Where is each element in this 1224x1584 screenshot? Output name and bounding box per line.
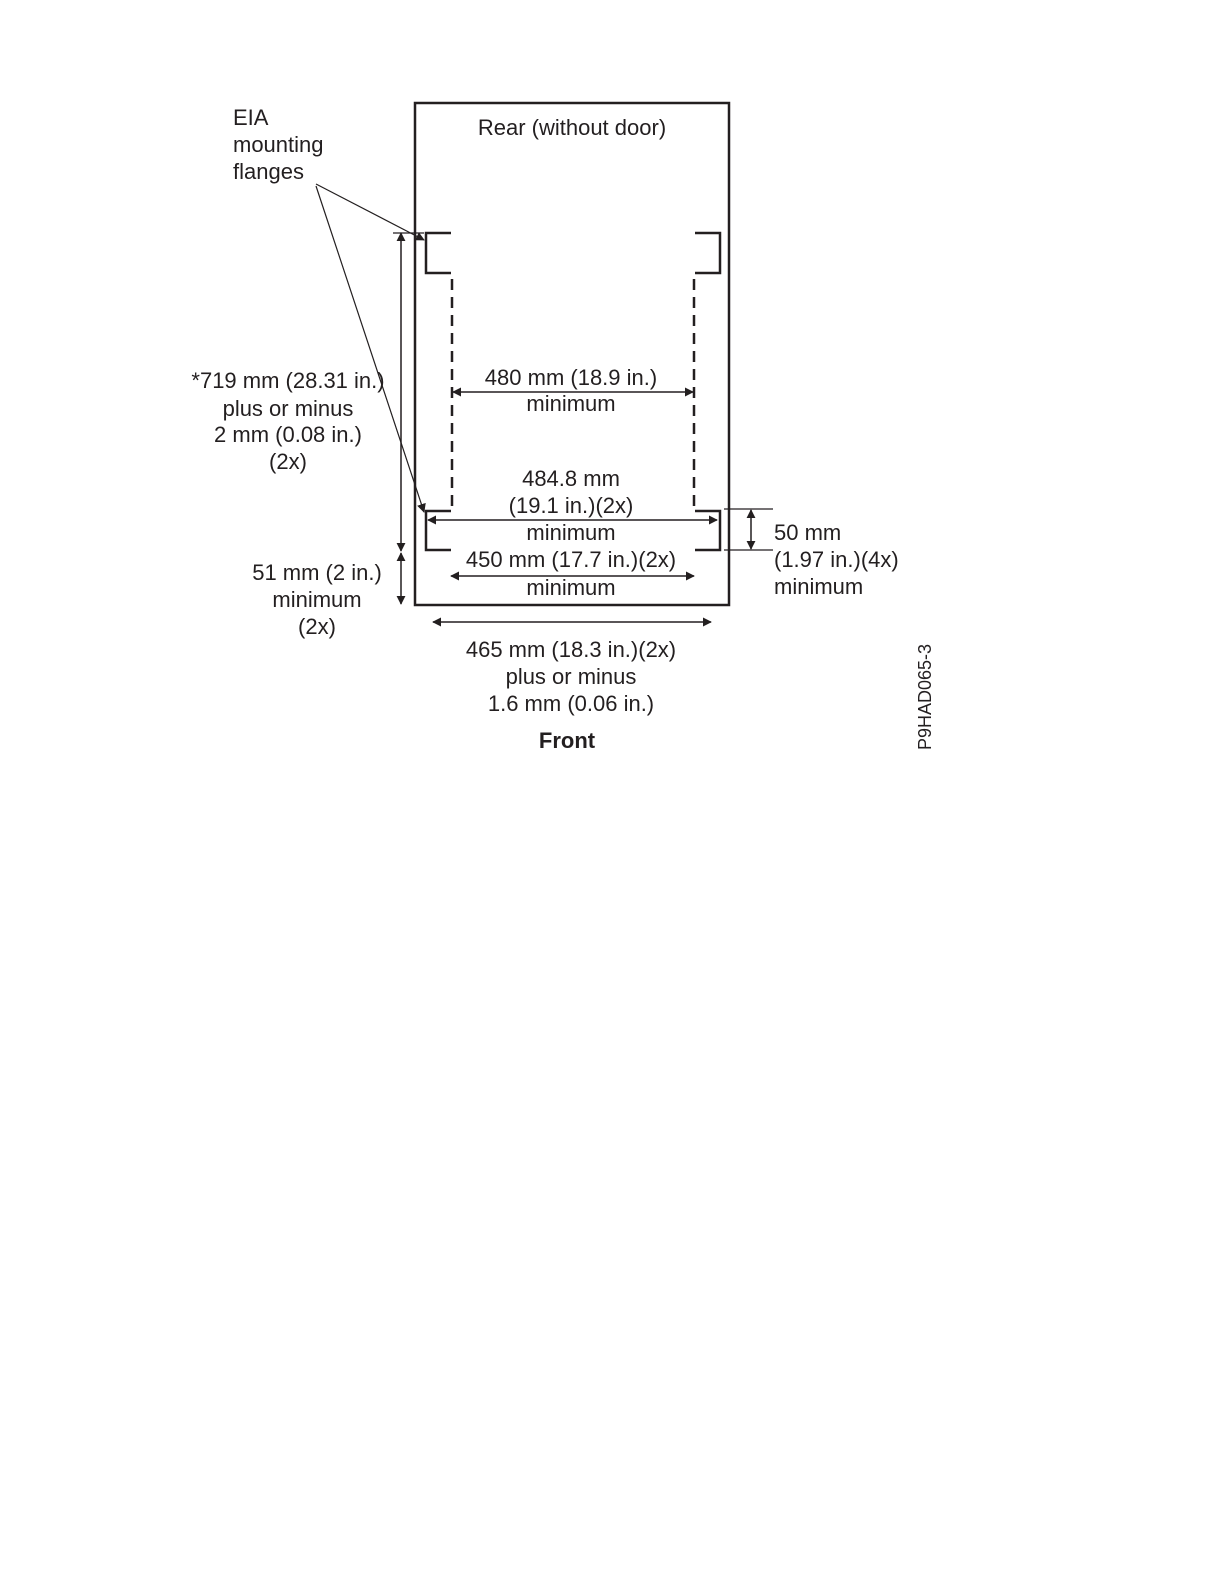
- height-dim-line-3: 2 mm (0.08 in.): [214, 422, 362, 447]
- rack-width-line-2: plus or minus: [506, 664, 637, 689]
- callout-leader-bottom: [315, 185, 426, 513]
- inner-width-dimension: 480 mm (18.9 in.) minimum: [452, 365, 694, 416]
- lower-width-line-1: 450 mm (17.7 in.)(2x): [466, 547, 676, 572]
- height-dim-line-4: (2x): [269, 449, 307, 474]
- figure-id: P9HAD065-3: [915, 644, 935, 750]
- rack-outline: [413, 101, 731, 607]
- height-dim-line-2: plus or minus: [223, 396, 354, 421]
- bottom-offset-dimension: 51 mm (2 in.) minimum (2x): [252, 552, 406, 639]
- flange-width-line-3: minimum: [526, 520, 615, 545]
- flange-bottom-right: [695, 509, 722, 552]
- rear-label: Rear (without door): [478, 115, 666, 140]
- front-label: Front: [539, 728, 596, 753]
- mounting-flanges: [424, 231, 722, 552]
- callout-line-1: EIA: [233, 105, 269, 130]
- flange-top-right: [695, 231, 722, 275]
- flange-callout: EIA mounting flanges: [233, 105, 426, 513]
- flange-depth-dimension: 50 mm (1.97 in.)(4x) minimum: [724, 508, 899, 599]
- flange-width-dimension: 484.8 mm (19.1 in.)(2x) minimum: [427, 466, 718, 545]
- callout-leader-top: [315, 183, 425, 241]
- height-dimension: *719 mm (28.31 in.) plus or minus 2 mm (…: [191, 232, 424, 552]
- flange-depth-line-3: minimum: [774, 574, 863, 599]
- bottom-offset-line-3: (2x): [298, 614, 336, 639]
- callout-line-2: mounting: [233, 132, 324, 157]
- flange-width-line-1: 484.8 mm: [522, 466, 620, 491]
- flange-width-line-2: (19.1 in.)(2x): [509, 493, 634, 518]
- lower-width-dimension: 450 mm (17.7 in.)(2x) minimum: [450, 547, 695, 600]
- height-dim-line-1: *719 mm (28.31 in.): [191, 368, 384, 393]
- lower-width-line-2: minimum: [526, 575, 615, 600]
- flange-depth-line-1: 50 mm: [774, 520, 841, 545]
- flange-bottom-left: [424, 509, 451, 552]
- flange-depth-line-2: (1.97 in.)(4x): [774, 547, 899, 572]
- inner-width-line-1: 480 mm (18.9 in.): [485, 365, 657, 390]
- rack-width-line-3: 1.6 mm (0.06 in.): [488, 691, 654, 716]
- bottom-offset-line-1: 51 mm (2 in.): [252, 560, 382, 585]
- inner-width-line-2: minimum: [526, 391, 615, 416]
- flange-top-left: [424, 231, 451, 275]
- callout-line-3: flanges: [233, 159, 304, 184]
- rack-width-line-1: 465 mm (18.3 in.)(2x): [466, 637, 676, 662]
- bottom-offset-line-2: minimum: [272, 587, 361, 612]
- rack-width-dimension: 465 mm (18.3 in.)(2x) plus or minus 1.6 …: [432, 617, 712, 716]
